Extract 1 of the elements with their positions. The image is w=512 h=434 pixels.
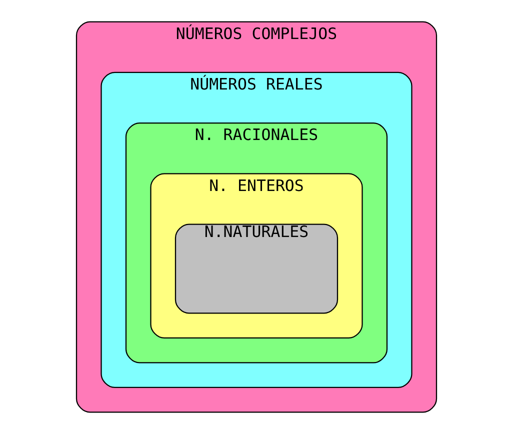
node-box: N.NATURALES [174,224,338,314]
